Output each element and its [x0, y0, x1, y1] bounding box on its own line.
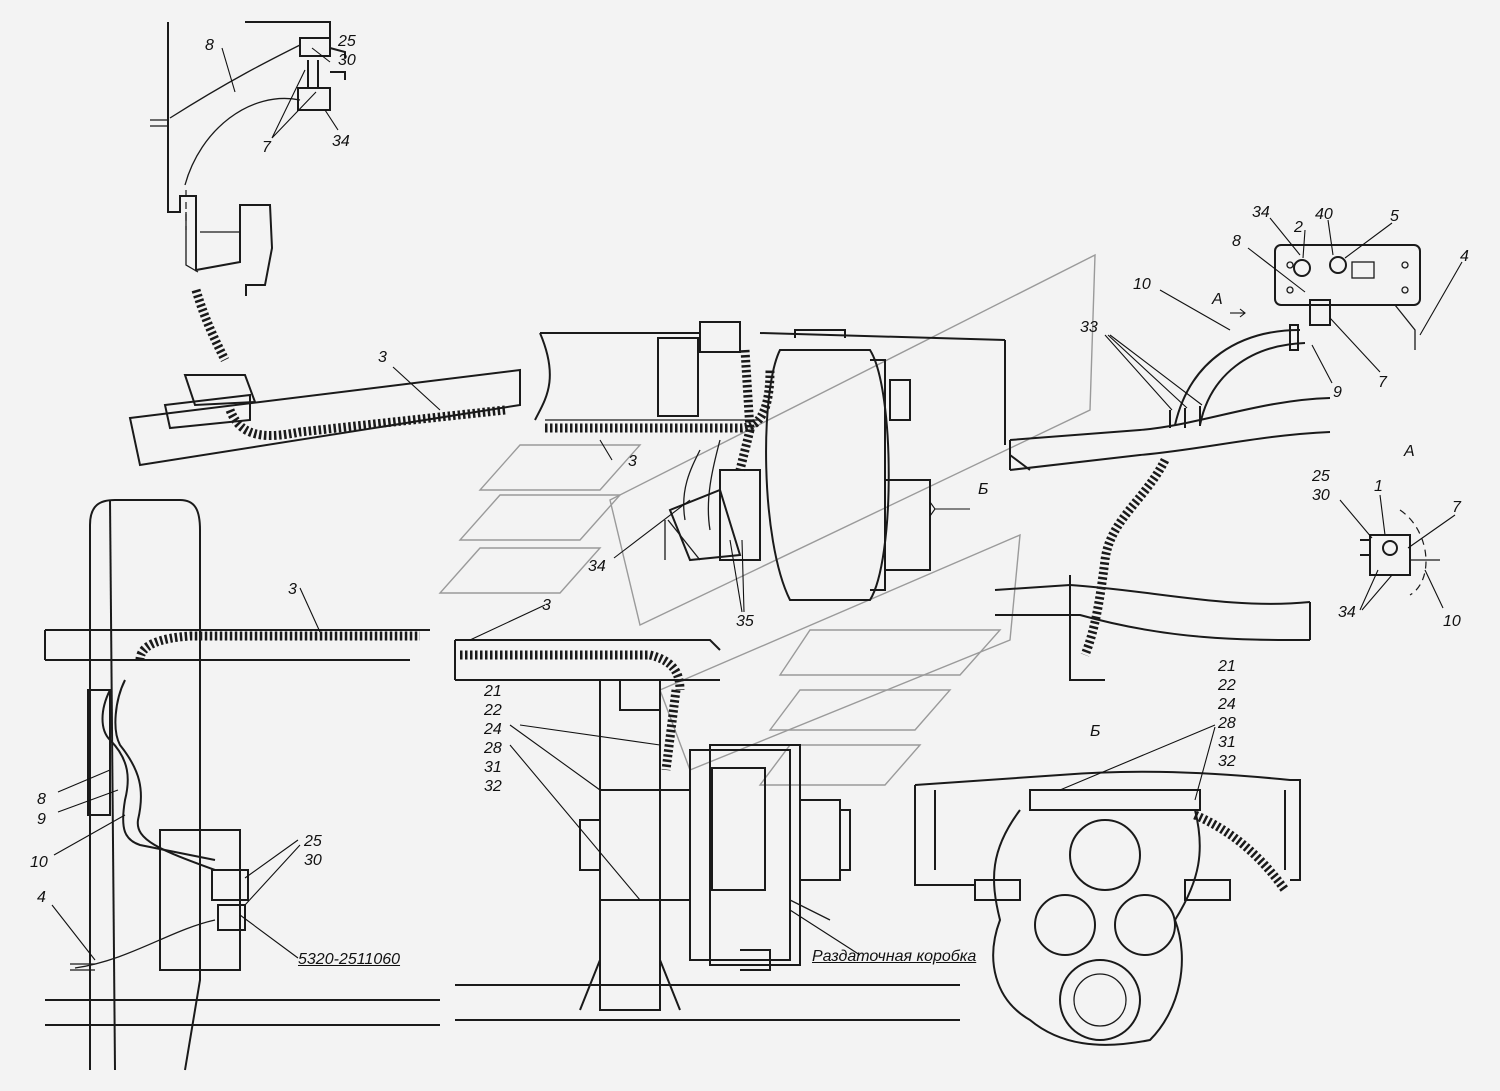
view-arrow-a-label: A — [1212, 291, 1223, 308]
callout-34-top-left: 34 — [332, 133, 350, 150]
view-arrow-b-label: Б — [978, 481, 989, 498]
watermark — [438, 253, 1096, 786]
callout-7-top-left: 7 — [262, 139, 271, 156]
leader-lines — [51, 47, 1463, 961]
callout-3-bottom-center: 3 — [542, 597, 551, 614]
view-top-left — [128, 21, 521, 467]
callout-33-top-right: 33 — [1080, 319, 1098, 336]
view-bottom-right — [914, 770, 1301, 1046]
callout-7-view-a: 7 — [1452, 499, 1461, 516]
view-bottom-center — [454, 639, 960, 1021]
callout-9-bottom-left: 9 — [37, 811, 46, 828]
view-bottom-left — [44, 499, 440, 1071]
callout-7-top-right: 7 — [1378, 374, 1387, 391]
callout-25-30-top-left: 25 30 — [338, 33, 356, 69]
callout-10-bottom-left: 10 — [30, 854, 48, 871]
callout-4-bottom-left: 4 — [37, 889, 46, 906]
callout-10-view-a: 10 — [1443, 613, 1461, 630]
callout-25-30-view-a: 25 30 — [1312, 468, 1330, 504]
callout-5-top-right: 5 — [1390, 208, 1399, 225]
callout-8-top-left: 8 — [205, 37, 214, 54]
view-top-right — [994, 244, 1421, 681]
view-a-title: A — [1404, 443, 1415, 460]
view-a-detail — [1360, 509, 1440, 596]
callout-1-view-a: 1 — [1374, 478, 1383, 495]
callout-35-center: 35 — [736, 613, 754, 630]
part-number-label: 5320-2511060 — [298, 951, 401, 968]
callout-2-top-right: 2 — [1294, 219, 1303, 236]
callout-8-top-right: 8 — [1232, 233, 1241, 250]
callout-25-30-bottom-left: 25 30 — [304, 833, 322, 869]
view-center-top — [534, 321, 1006, 601]
callout-group-bottom-right: 21 22 24 28 31 32 — [1218, 658, 1236, 770]
callout-9-top-right: 9 — [1333, 384, 1342, 401]
callout-4-top-right: 4 — [1460, 248, 1469, 265]
callout-34-view-a: 34 — [1338, 604, 1356, 621]
callout-40-top-right: 40 — [1315, 206, 1333, 223]
transfer-case-caption: Раздаточная коробка — [812, 948, 977, 965]
callout-34-top-right: 34 — [1252, 204, 1270, 221]
callout-8-bottom-left: 8 — [37, 791, 46, 808]
callout-34-center: 34 — [588, 558, 606, 575]
callout-3-top-left: 3 — [378, 349, 387, 366]
callout-group-bottom-center: 21 22 24 28 31 32 — [484, 683, 502, 795]
callout-3-bottom-left: 3 — [288, 581, 297, 598]
callout-3-center: 3 — [628, 453, 637, 470]
callout-10-top-right: 10 — [1133, 276, 1151, 293]
view-b-title: Б — [1090, 723, 1101, 740]
